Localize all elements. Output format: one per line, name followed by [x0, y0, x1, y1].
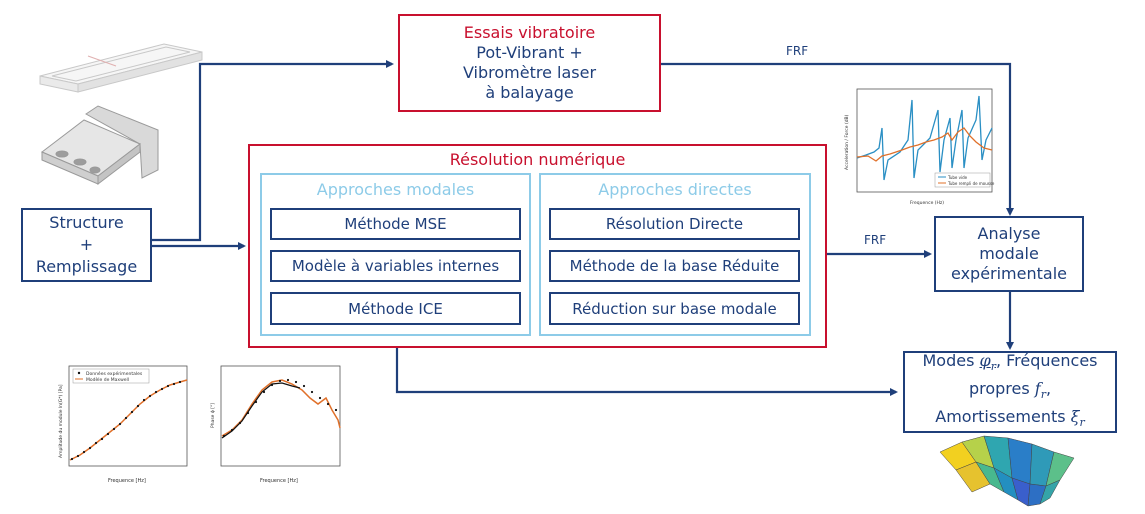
phi-symbol: φr [979, 350, 996, 373]
amp-legend-2: Modèle de Maxwell [86, 376, 129, 383]
f-sub: r [1040, 388, 1046, 402]
phi-glyph: φ [979, 350, 991, 370]
essais-line-2: Pot-Vibrant + [476, 43, 583, 62]
frf-legend-2: Tube rempli de mousse [947, 181, 995, 186]
frf-legend-1: Tube vide [947, 175, 968, 180]
essais-line-3: Vibromètre laser [462, 63, 597, 82]
methode-mse-box: Méthode MSE [270, 208, 521, 240]
arrow-resolution-to-modes [395, 348, 898, 396]
amortissements-word: Amortissements [935, 407, 1066, 427]
amp-legend-1: Données expérimentales [86, 370, 143, 377]
essais-line-4: à balayage [485, 83, 574, 102]
xi-symbol: ξr [1070, 407, 1085, 430]
amplitude-data-points [70, 380, 182, 461]
amp-xlabel: Frequence [Hz] [108, 478, 146, 484]
analyse-modale-box: Analyse modale expérimentale [934, 216, 1084, 292]
analyse-line-3: expérimentale [951, 264, 1067, 283]
frf-label-mid: FRF [864, 233, 887, 247]
structure-box: Structure + Remplissage [21, 208, 152, 282]
phase-ylabel: Phase ϕ [°] [210, 403, 216, 428]
frf-blue-curve [856, 95, 993, 181]
essais-vibratoire-box: Essais vibratoire Pot-Vibrant + Vibromèt… [398, 14, 661, 112]
propres-word: propres [968, 378, 1030, 398]
phase-model-curve [221, 379, 341, 437]
phase-data-points [222, 378, 338, 438]
structure-line-3: Remplissage [35, 257, 138, 276]
phase-xlabel: Frequence [Hz] [260, 478, 298, 484]
resolution-directe-box: Résolution Directe [549, 208, 800, 240]
frf-label-top: FRF [786, 44, 809, 58]
modes-word: Modes [922, 350, 975, 370]
phi-sub: r [990, 359, 996, 373]
analyse-line-2: modale [979, 244, 1039, 263]
essais-line-1: Essais vibratoire [463, 23, 596, 42]
f-glyph: f [1034, 378, 1041, 398]
analyse-line-1: Analyse [977, 224, 1041, 243]
methode-ice-box: Méthode ICE [270, 292, 521, 325]
frequences-word: , Fréquences [995, 350, 1098, 370]
f-symbol: fr [1034, 378, 1046, 402]
approches-directes-title: Approches directes [598, 180, 752, 199]
phase-black-curve [221, 382, 301, 439]
reduction-base-modale-box: Réduction sur base modale [549, 292, 800, 325]
structure-line-1: Structure [49, 213, 124, 232]
frf-orange-curve [856, 127, 993, 162]
amp-ylabel: Amplitude du module ln(G*) [Pa] [58, 384, 64, 458]
frf-xlabel: Frequence (Hz) [910, 200, 944, 206]
frf-ylabel: Acceleration / Force (dB) [844, 114, 850, 170]
xi-glyph: ξ [1070, 407, 1080, 427]
modes-line-1: Modes φr, Fréquences [922, 350, 1097, 378]
arrow-essais-to-analyse [661, 62, 1014, 216]
modes-line-2: propres fr, [968, 378, 1052, 402]
methode-base-reduite-box: Méthode de la base Réduite [549, 250, 800, 282]
modes-line-3: Amortissements ξr [935, 406, 1084, 434]
resolution-title: Résolution numérique [449, 150, 626, 169]
structure-line-2: + [79, 235, 94, 254]
xi-sub: r [1079, 416, 1085, 430]
modes-box: Modes φr, Fréquences propres fr, Amortis… [903, 351, 1117, 433]
approches-modales-title: Approches modales [316, 180, 475, 199]
arrow-structure-to-essais [152, 60, 394, 242]
modele-variables-internes-box: Modèle à variables internes [270, 250, 521, 282]
